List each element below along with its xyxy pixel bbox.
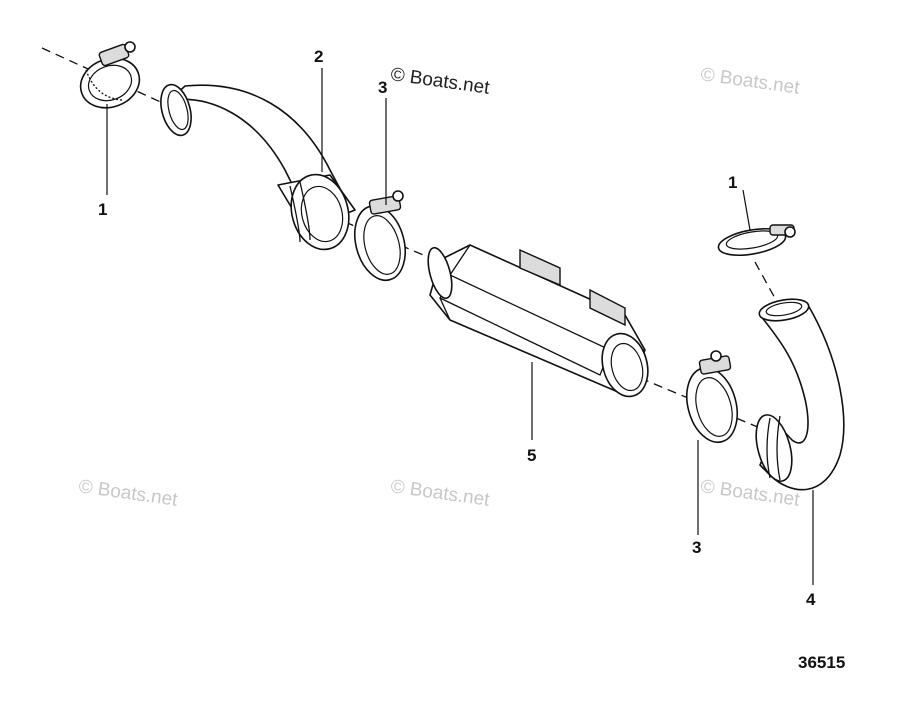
leader-lines [106,68,814,585]
watermark-bottom-left: © Boats.net [77,476,179,511]
watermark-bottom-center: © Boats.net [389,476,491,511]
hose-clamp-top-right [717,224,796,257]
assembly-centerline [41,47,777,429]
hose-clamp-mid-left [354,190,406,282]
watermark-top-right: © Boats.net [699,64,801,99]
hose-elbow [755,298,845,491]
hose-clamp-bottom-right [686,350,738,444]
callout-clamp-mid-left: 3 [378,78,387,97]
callout-clamp-bottom-right: 3 [692,538,701,557]
cooler-body [427,244,649,398]
callout-cooler: 5 [527,446,536,465]
callout-clamp-top-left: 1 [98,200,107,219]
watermark-main: © Boats.net [389,64,491,99]
hose-straight [160,83,356,251]
callout-clamp-top-right: 1 [728,173,737,192]
callout-hose-straight: 2 [314,47,323,66]
figure-number: 36515 [798,653,845,672]
hose-clamp-top-left [79,41,141,109]
callout-hose-elbow: 4 [806,590,816,609]
